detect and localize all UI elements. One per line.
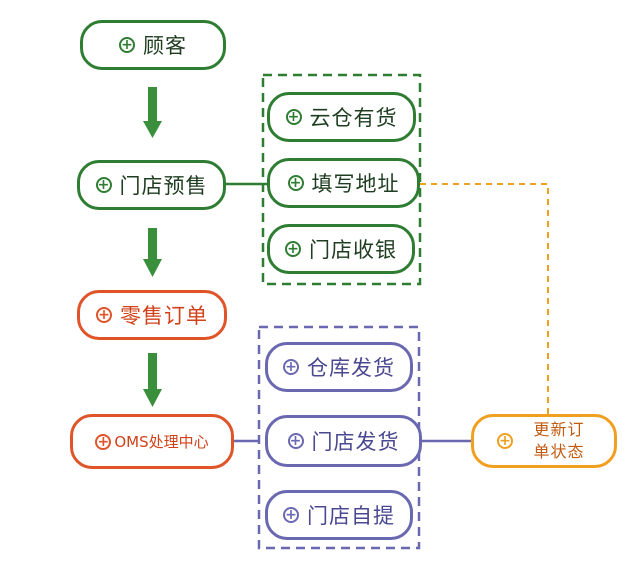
node-warehouse-ship[interactable]: + 仓库发货 [265,342,413,392]
node-label: 门店发货 [311,430,400,454]
plus-circle-icon: + [95,433,112,450]
plus-circle-icon: + [283,507,299,523]
node-label: 门店自提 [307,504,395,528]
plus-circle-icon: + [119,37,135,53]
node-label: 仓库发货 [307,356,395,380]
plus-circle-icon: + [287,175,304,191]
plus-circle-icon: + [287,433,304,449]
node-store-pickup[interactable]: + 门店自提 [265,490,413,540]
node-label: 门店预售 [119,174,208,198]
plus-circle-icon: + [285,109,302,125]
arrow-customer-to-presale [143,87,162,138]
node-store-cashier[interactable]: + 门店收银 [267,224,415,274]
plus-circle-icon: + [96,307,112,323]
plus-circle-icon: + [95,177,112,193]
node-customer[interactable]: + 顾客 [80,20,226,70]
node-label: 零售订单 [120,304,208,328]
node-oms[interactable]: + OMS处理中心 [70,414,234,469]
plus-circle-icon: + [285,241,301,257]
node-label: 更新订单状态 [533,420,585,461]
arrow-presale-to-retail [143,228,162,277]
node-label: 云仓有货 [309,106,398,130]
node-update-status[interactable]: + 更新订单状态 [471,414,617,468]
arrow-retail-to-oms [143,353,162,407]
node-fill-address[interactable]: + 填写地址 [267,158,420,208]
group-presale-options [261,73,422,286]
node-label: 门店收银 [309,238,397,262]
node-cloud-stock[interactable]: + 云仓有货 [267,92,416,142]
node-store-ship[interactable]: + 门店发货 [265,415,422,467]
node-label: 填写地址 [311,172,400,196]
node-label: OMS处理中心 [114,433,209,451]
connector-address-update [420,183,549,414]
node-store-presale[interactable]: + 门店预售 [77,160,226,210]
plus-circle-icon: + [497,433,513,449]
plus-circle-icon: + [283,359,299,375]
node-retail-order[interactable]: + 零售订单 [77,290,227,340]
node-label: 顾客 [143,34,187,58]
